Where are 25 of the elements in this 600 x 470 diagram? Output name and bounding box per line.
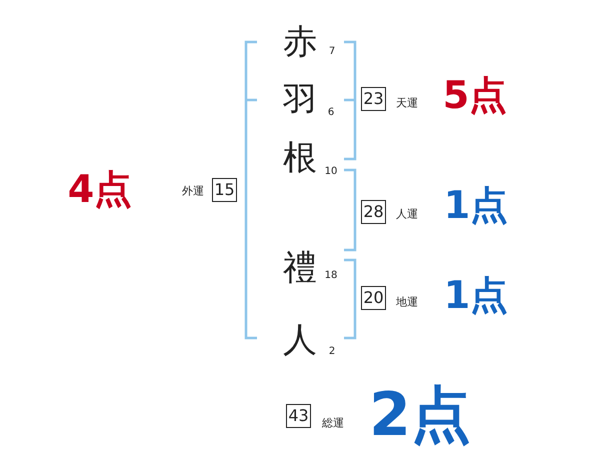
luck-name: 人運: [396, 208, 418, 220]
luck-name: 外運: [182, 186, 204, 196]
luck-name: 地運: [396, 296, 418, 308]
stroke-count: 6: [328, 108, 334, 118]
name-character: 人: [283, 323, 317, 357]
stroke-count: 18: [324, 271, 338, 281]
stroke-count: 7: [328, 47, 336, 57]
number-box: 28: [361, 200, 386, 224]
number-box: 23: [361, 87, 386, 111]
stroke-count: 2: [328, 347, 336, 357]
score: 1点: [444, 276, 508, 314]
score: 4点: [68, 170, 132, 208]
score: 2点: [369, 385, 471, 445]
number-box: 20: [361, 286, 386, 310]
luck-name: 総運: [322, 418, 344, 428]
name-character: 根: [283, 141, 317, 175]
luck-name: 天運: [396, 98, 418, 108]
number-box: 43: [286, 404, 311, 428]
stroke-count: 10: [324, 167, 338, 177]
name-character: 赤: [283, 25, 317, 59]
name-character: 禮: [283, 251, 317, 285]
number-box: 15: [212, 178, 237, 202]
score: 5点: [442, 76, 508, 114]
name-character: 羽: [283, 83, 317, 117]
score: 1点: [444, 186, 508, 224]
